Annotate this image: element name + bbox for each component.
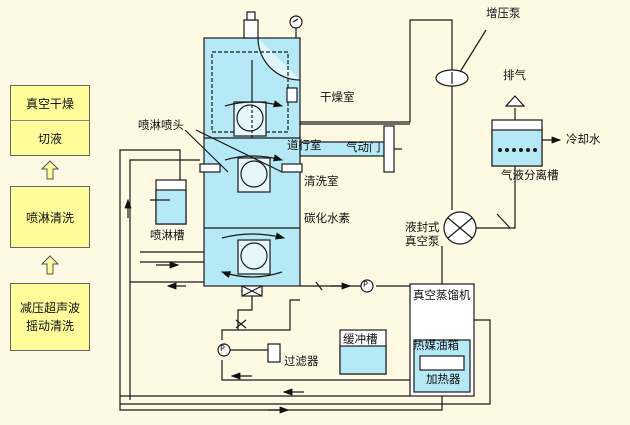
washing-chamber-label: 清洗室 (304, 174, 339, 188)
spray-nozzle-left (199, 163, 221, 173)
up-arrow-icon (41, 255, 59, 275)
flow-step-vacuum-drying: 真空干燥 切液 (10, 85, 90, 156)
vacuum-distiller-label: 真空蒸馏机 (413, 288, 471, 302)
liquid-ring-pump-label-1: 液封式 (405, 220, 440, 234)
spray-nozzle-label: 喷淋喷头 (138, 118, 184, 132)
flow-step-ultrasonic-label2: 摇动清洗 (25, 319, 74, 333)
flow-step-spray-label: 喷淋清洗 (25, 210, 74, 225)
flow-step-ultrasonic-wash: 减压超声波 摇动清洗 (10, 283, 90, 351)
gas-liquid-separator-label: 气液分离槽 (501, 168, 559, 182)
hydrocarbon-label: 碳化水素 (304, 211, 350, 225)
heater (419, 355, 465, 371)
pump-icon (360, 279, 374, 293)
booster-pump-label: 增压泵 (486, 6, 521, 20)
exhaust-label: 排气 (503, 68, 526, 82)
top-motor (243, 19, 259, 39)
liquid-ring-pump-label-2: 真空泵 (405, 234, 440, 248)
drying-chamber-label: 干燥室 (320, 90, 355, 104)
buffer-tank-label: 缓冲槽 (343, 332, 378, 346)
filter (267, 343, 281, 363)
pneumatic-door-label: 气动门 (346, 140, 381, 154)
transfer-chamber-label: 道行室 (287, 138, 322, 152)
heat-oil-tank-label: 热媒油箱 (413, 338, 459, 352)
flow-step-spray-wash: 喷淋清洗 (10, 186, 90, 248)
heater-label: 加热器 (426, 372, 461, 386)
spray-nozzle-right (281, 163, 303, 173)
up-arrow-icon (41, 160, 59, 180)
pump-p-label: P (363, 280, 368, 289)
flow-step-ultrasonic-label1: 减压超声波 (19, 301, 80, 315)
pump-icon (217, 343, 231, 357)
cooling-water-label: 冷却水 (566, 132, 601, 146)
filter-label: 过滤器 (284, 354, 319, 368)
pressure-gauge-icon (289, 15, 303, 29)
flow-step-cut-label: 切液 (11, 120, 89, 155)
flow-step-drying-label: 真空干燥 (25, 96, 74, 111)
cooling-coil-dots (498, 148, 537, 152)
spray-tank-label: 喷淋槽 (150, 228, 185, 242)
pump-p-label-2: P (220, 344, 225, 353)
drying-chamber-door-arc (257, 37, 301, 81)
